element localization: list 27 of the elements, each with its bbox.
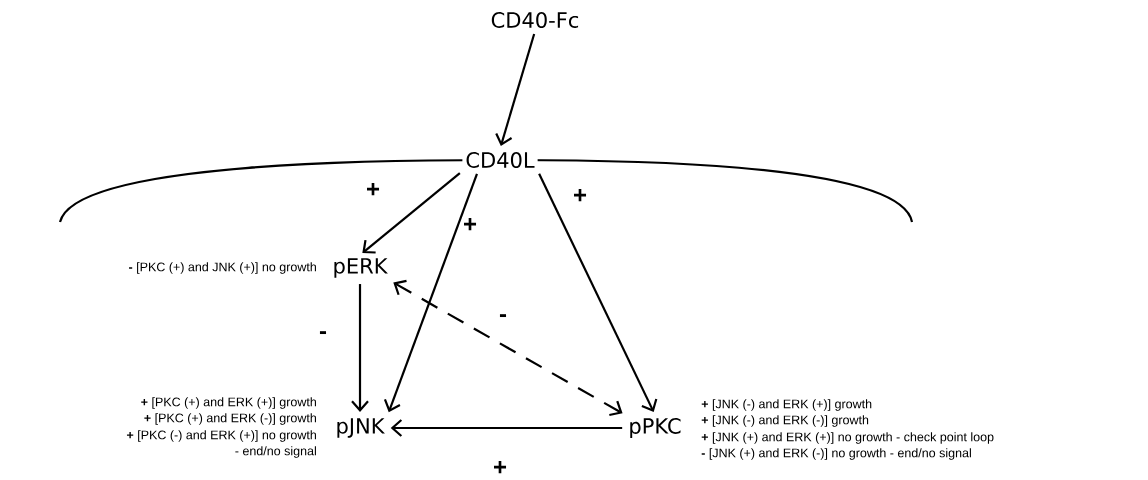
arrow (393, 279, 623, 417)
condition-note: + [JNK (-) and ERK (+)] growth (701, 399, 872, 411)
edge-label: + (574, 188, 587, 202)
node-label: pJNK (332, 415, 388, 441)
edge-label: + (464, 217, 477, 231)
node-label: CD40L (462, 149, 538, 171)
edge-label: + (367, 182, 380, 196)
arrow (383, 173, 478, 413)
condition-note: + [PKC (+) and ERK (-)] growth (144, 413, 316, 425)
condition-note: - end/no signal (235, 446, 316, 458)
edge-label: - (499, 314, 507, 318)
node-label: CD40-Fc (487, 9, 583, 31)
arrow (495, 33, 536, 146)
condition-note: + [JNK (-) and ERK (-)] growth (701, 415, 869, 427)
edge-label: + (494, 460, 507, 474)
arrow (390, 419, 623, 437)
condition-note: - [PKC (+) and JNK (+)] no growth (129, 262, 316, 274)
arrow (362, 172, 461, 254)
node-label: pERK (329, 255, 391, 281)
condition-note: - [JNK (+) and ERK (-)] no growth - end/no signal (701, 448, 971, 460)
arrow (538, 173, 658, 413)
node-label: pPKC (625, 415, 685, 441)
edge-label: - (319, 331, 327, 335)
condition-note: + [JNK (+) and ERK (+)] no growth - check point loop (701, 432, 994, 444)
condition-note: + [PKC (+) and ERK (+)] growth (141, 397, 316, 409)
arrow (351, 284, 369, 412)
condition-note: + [PKC (-) and ERK (+)] no growth (126, 430, 316, 442)
